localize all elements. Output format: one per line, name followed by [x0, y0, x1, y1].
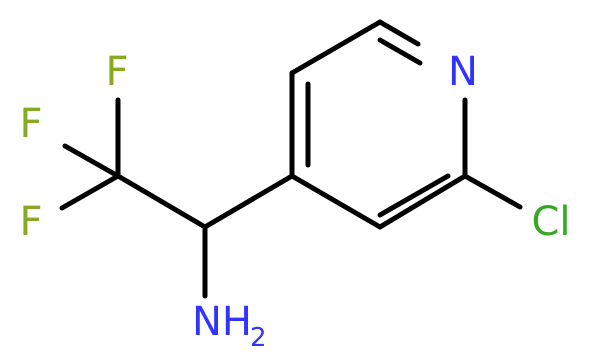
- bond-c2-c3: [377, 173, 468, 230]
- bond-c2-cl: [462, 173, 523, 210]
- pyridine-ring: [289, 19, 468, 230]
- atom-f-left: F: [19, 101, 42, 147]
- atom-nh2-symbol: NH: [192, 299, 252, 345]
- bond-c3-c4: [289, 173, 383, 230]
- bond-c4-ch: [202, 173, 295, 230]
- bond-cf3-f-left: [62, 143, 121, 179]
- bond-ch-cf3: [115, 173, 208, 230]
- atom-cl: Cl: [531, 199, 570, 245]
- bond-c2-c3-top: [377, 19, 421, 47]
- atom-nh2: NH 2: [192, 299, 267, 353]
- atom-f-top: F: [105, 49, 128, 95]
- atom-f-bottom: F: [19, 199, 42, 245]
- bond-cf3-f-bottom: [59, 173, 121, 211]
- atom-nh2-subscript: 2: [250, 323, 267, 353]
- atom-n: N: [448, 49, 478, 95]
- bond-c5-c6: [289, 19, 383, 76]
- bond-c2-c3-inner: [377, 173, 451, 218]
- bond-c6-n-inner: [377, 37, 423, 66]
